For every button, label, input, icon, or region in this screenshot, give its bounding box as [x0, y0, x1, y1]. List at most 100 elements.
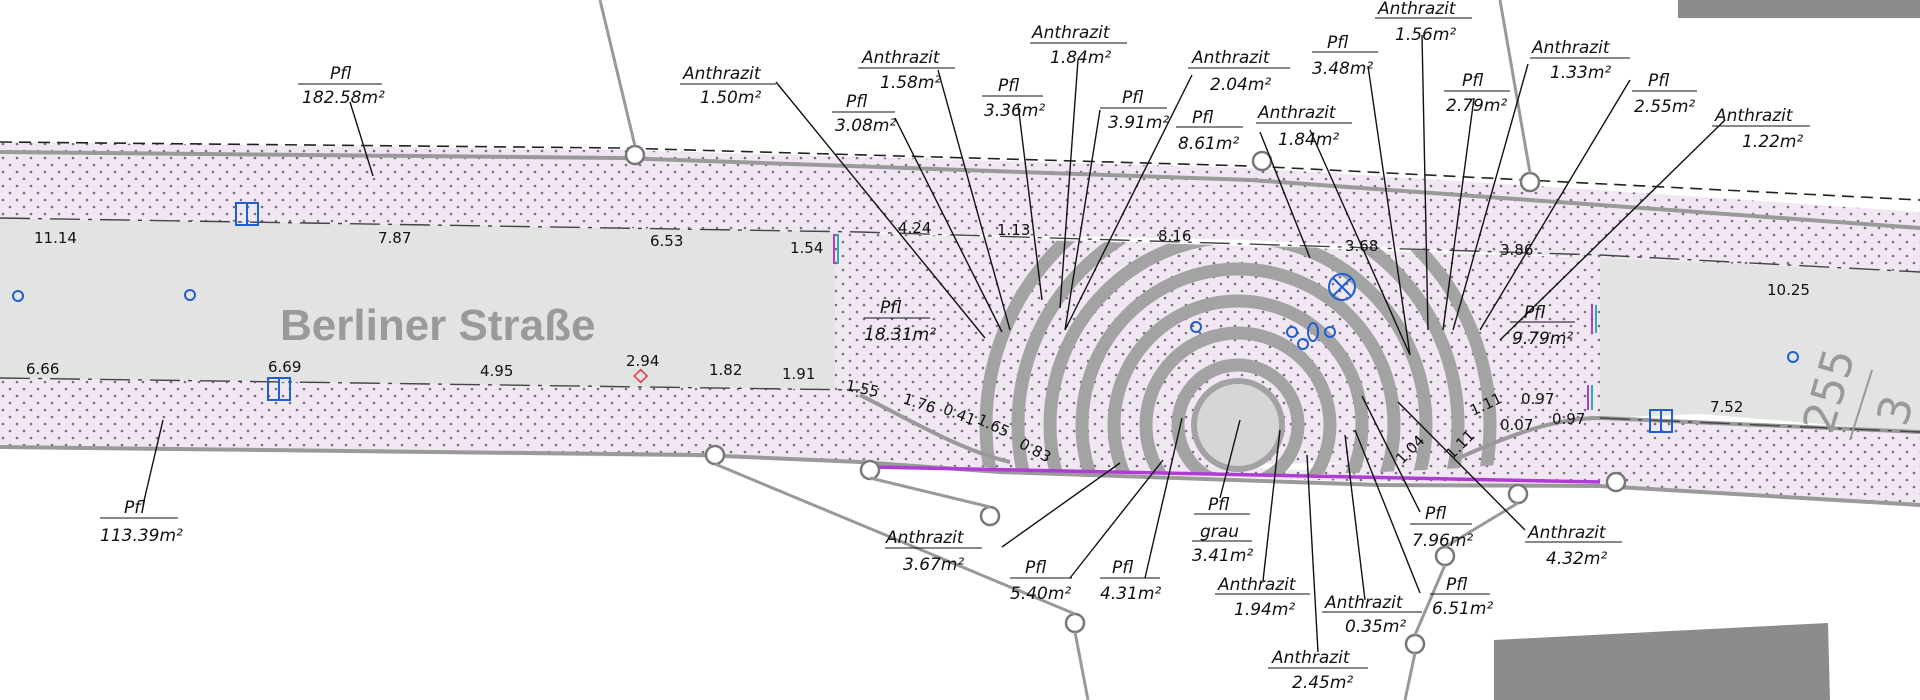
svg-text:Anthrazit: Anthrazit [1191, 48, 1271, 68]
svg-text:6.51m²: 6.51m² [1432, 599, 1493, 619]
svg-text:Pfl: Pfl [1425, 504, 1446, 524]
roadway [0, 218, 860, 390]
valve-icon [12, 290, 24, 302]
dimension: 3.86 [1500, 241, 1533, 259]
svg-text:Anthrazit: Anthrazit [1377, 0, 1457, 19]
road-edge-east [1449, 415, 1920, 464]
parcel-divider [1849, 369, 1873, 441]
svg-text:5.40m²: 5.40m² [1010, 584, 1071, 604]
area-label: Pfl 18.31m² [864, 298, 936, 345]
connector-line [1413, 564, 1447, 636]
street-name: Berliner Straße [280, 301, 595, 350]
road-centerline-north [0, 217, 1920, 273]
hydrant-icon [1307, 322, 1319, 342]
dimension-values: 11.14 7.87 6.53 1.54 4.24 1.13 8.16 3.68… [26, 219, 1810, 468]
dimension: 7.52 [1710, 398, 1743, 416]
dimension: 8.16 [1158, 227, 1191, 245]
svg-text:3.41m²: 3.41m² [1192, 546, 1253, 566]
survey-point [979, 505, 1001, 527]
curb-line-south [0, 445, 1920, 507]
svg-text:Anthrazit: Anthrazit [861, 48, 941, 68]
sidewalk-lower [0, 378, 1920, 505]
area-label: Pfl 6.51m² [1430, 575, 1493, 619]
svg-text:0.35m²: 0.35m² [1345, 617, 1406, 637]
svg-text:Pfl: Pfl [1462, 71, 1483, 91]
accent-line [869, 465, 1601, 484]
svg-text:Pfl: Pfl [1025, 558, 1046, 578]
svg-text:Pfl: Pfl [1112, 558, 1133, 578]
property-line [0, 141, 1920, 201]
svg-text:Pfl: Pfl [1327, 33, 1348, 53]
road-edge-south [859, 393, 1011, 464]
valve-icon [1297, 338, 1309, 350]
dimension: 2.94 [626, 352, 659, 370]
svg-text:Pfl: Pfl [1446, 575, 1467, 595]
connector-line [714, 462, 1076, 616]
svg-text:Pfl: Pfl [1648, 71, 1669, 91]
building-top-right [1678, 0, 1920, 18]
svg-text:7.96m²: 7.96m² [1412, 531, 1473, 551]
svg-text:1.50m²: 1.50m² [700, 88, 761, 108]
svg-text:Pfl: Pfl [1208, 495, 1229, 515]
dimension: 0.97 [1552, 410, 1585, 428]
connector-line [869, 476, 991, 509]
svg-text:Anthrazit: Anthrazit [1527, 523, 1607, 543]
area-label: Pfl grau 3.41m² [1192, 495, 1253, 566]
valve-icon [184, 289, 196, 301]
area-label: Anthrazit 2.45m² [1268, 648, 1368, 693]
dimension: 0.97 [1521, 390, 1554, 408]
leader-lines [142, 34, 1726, 653]
svg-text:Pfl: Pfl [846, 92, 867, 112]
dimension: 3.68 [1345, 237, 1378, 255]
road-centerline-south [0, 377, 1920, 433]
area-label: Anthrazit 1.84m² [1030, 23, 1127, 68]
area-label: Pfl 5.40m² [1010, 558, 1072, 604]
marker-diamond [633, 368, 649, 384]
svg-text:2.45m²: 2.45m² [1292, 673, 1353, 693]
valve-icon [1190, 321, 1202, 333]
svg-text:Pfl: Pfl [330, 64, 351, 84]
svg-text:182.58m²: 182.58m² [302, 88, 385, 108]
svg-text:Pfl: Pfl [880, 298, 901, 318]
dimension: 1.91 [782, 365, 815, 383]
area-label: Pfl 182.58m² [298, 64, 385, 108]
dimension: 0.07 [1500, 416, 1533, 434]
svg-text:grau: grau [1200, 522, 1239, 542]
svg-text:18.31m²: 18.31m² [864, 325, 936, 345]
svg-text:Pfl: Pfl [124, 498, 145, 518]
svg-text:Anthrazit: Anthrazit [1271, 648, 1351, 668]
survey-point [1507, 483, 1529, 505]
svg-text:2.79m²: 2.79m² [1446, 96, 1507, 116]
survey-point [704, 444, 726, 466]
curb-line-north [0, 150, 1920, 230]
valve-icon [1787, 351, 1799, 363]
dimension: 4.24 [898, 219, 931, 237]
svg-text:9.79m²: 9.79m² [1512, 329, 1573, 349]
svg-text:Anthrazit: Anthrazit [1031, 23, 1111, 43]
svg-text:Anthrazit: Anthrazit [1714, 106, 1794, 126]
dimension: 6.69 [268, 358, 301, 376]
svg-text:1.84m²: 1.84m² [1050, 48, 1111, 68]
svg-text:1.84m²: 1.84m² [1278, 130, 1339, 150]
svg-text:3.91m²: 3.91m² [1108, 113, 1169, 133]
svg-text:Anthrazit: Anthrazit [1531, 38, 1611, 58]
svg-text:1.94m²: 1.94m² [1234, 600, 1295, 620]
survey-point [1519, 171, 1541, 193]
valve-icon [1324, 326, 1336, 338]
